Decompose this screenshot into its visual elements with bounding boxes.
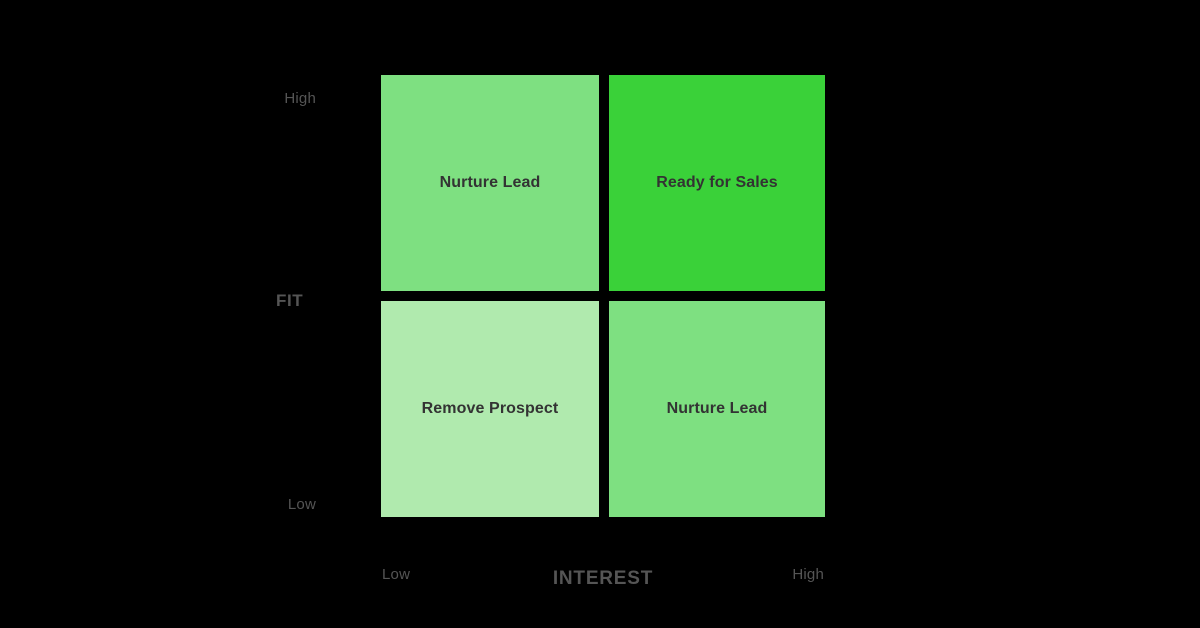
quadrant-label: Nurture Lead (439, 174, 541, 192)
x-axis-tick-low: Low (382, 566, 411, 583)
x-axis-tick-high: High (792, 566, 824, 583)
quadrant-label: Nurture Lead (666, 400, 768, 418)
y-axis-tick-high: High (284, 90, 316, 107)
quadrant-low-fit-low-interest[interactable]: Remove Prospect (381, 301, 599, 517)
quadrant-low-fit-high-interest[interactable]: Nurture Lead (609, 301, 825, 517)
y-axis: High Low (180, 75, 316, 517)
x-axis: Low INTEREST High (381, 560, 825, 600)
quadrant-high-fit-low-interest[interactable]: Nurture Lead (381, 75, 599, 291)
y-axis-tick-low: Low (287, 496, 316, 513)
quadrant-label: Remove Prospect (421, 400, 559, 418)
quadrant-label: Ready for Sales (656, 174, 778, 192)
x-axis-title: INTEREST (552, 568, 654, 589)
quadrant-high-fit-high-interest[interactable]: Ready for Sales (609, 75, 825, 291)
y-axis-title: FIT (276, 291, 304, 310)
